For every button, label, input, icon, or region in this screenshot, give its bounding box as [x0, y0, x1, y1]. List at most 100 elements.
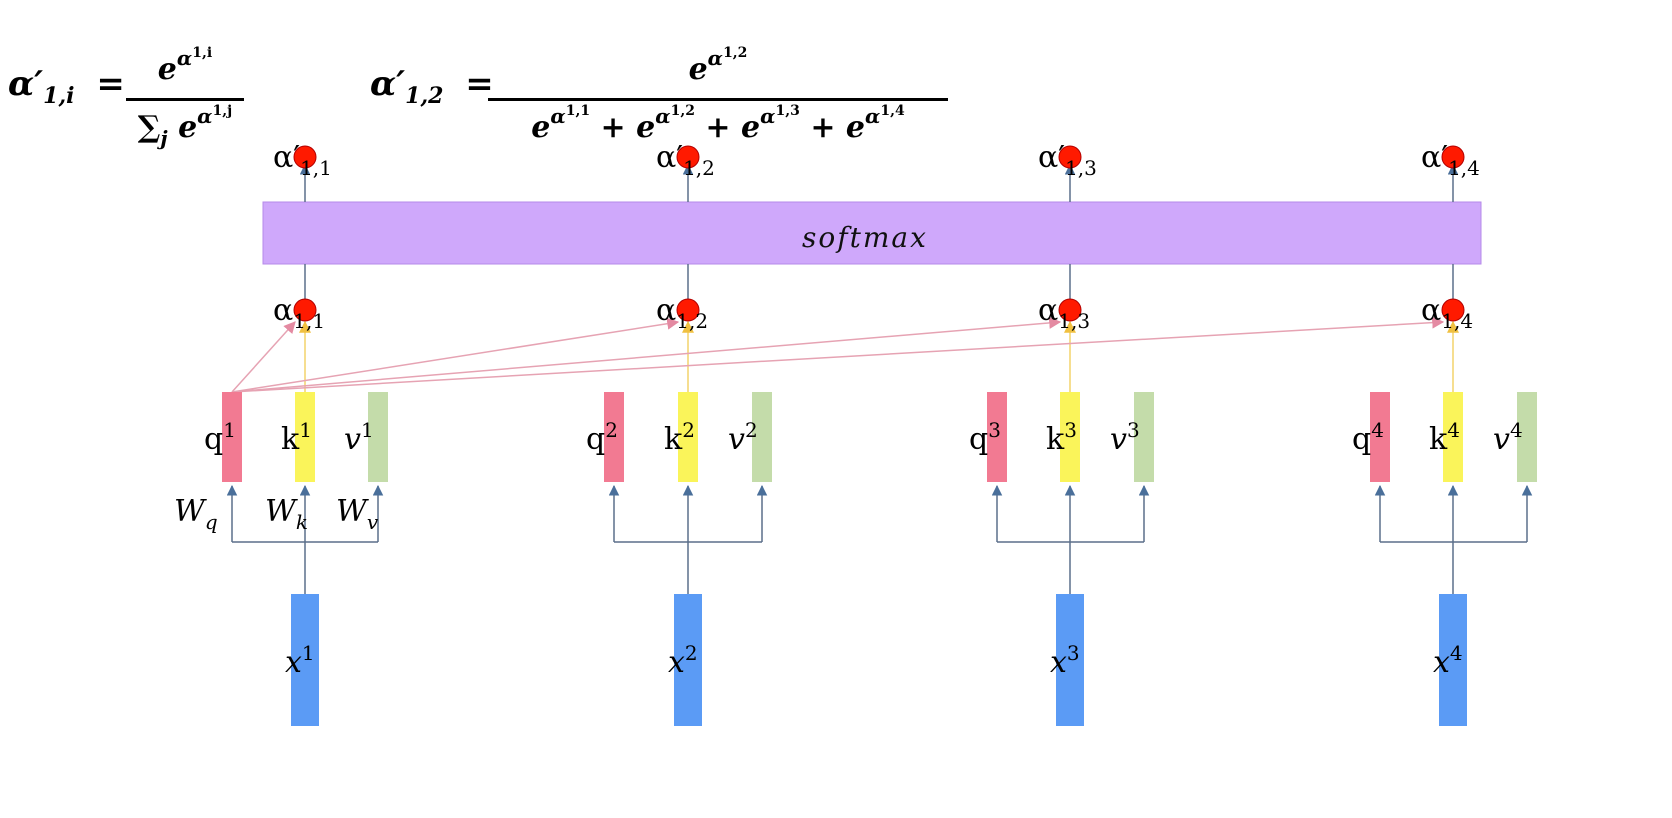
formula-general-den-sup: α — [197, 104, 213, 128]
den-term-2-base: e — [636, 110, 656, 145]
score-node — [293, 298, 317, 322]
formula-general-den-base: e — [178, 110, 198, 145]
query-vector-box — [987, 392, 1007, 482]
output-attention-label: α′1,4 — [1421, 140, 1480, 180]
formula-general-num-sup: α — [176, 46, 193, 70]
weight-label: Wq — [174, 494, 218, 534]
softmax-specific-formula: α′1,2 = eα1,2 eα1,1 + eα1,2 + eα1,3 + eα… — [370, 40, 970, 150]
den-term-3-sup-sub: 1,3 — [775, 103, 800, 119]
formula-general-lhs-sub: 1,i — [43, 83, 75, 109]
den-term-3: eα1,3 — [741, 103, 800, 145]
output-attention-label: α′1,3 — [1038, 140, 1097, 180]
connector-lines — [226, 163, 1533, 594]
value-vector-box — [752, 392, 772, 482]
den-term-1-base: e — [531, 110, 551, 145]
key-label: k3 — [1046, 418, 1077, 457]
query-to-score-line — [231, 316, 1445, 393]
den-term-1: eα1,1 — [531, 103, 590, 145]
softmax-label: softmax — [802, 221, 928, 254]
value-label: v4 — [1493, 418, 1523, 457]
input-label: x1 — [285, 641, 315, 680]
value-label: v3 — [1110, 418, 1140, 457]
value-vector-box — [1134, 392, 1154, 482]
output-node — [676, 145, 700, 169]
formula-general-num-base: e — [157, 52, 177, 87]
score-nodes — [293, 145, 1465, 322]
key-vector-box — [1443, 392, 1463, 482]
formula-specific-num-sup: α — [707, 46, 724, 70]
key-label: k4 — [1429, 418, 1460, 457]
softmax-general-formula: α′1,i = eα1,i ∑j eα1,j — [8, 40, 268, 150]
key-label: k2 — [664, 418, 695, 457]
attention-score-label: α1,2 — [656, 293, 709, 333]
formula-specific-lhs-sub: 1,2 — [405, 83, 444, 109]
plus-2: + — [705, 110, 731, 145]
input-label: x4 — [1433, 641, 1463, 680]
attention-score-label: α1,4 — [1421, 293, 1474, 333]
formula-specific-fraction-bar — [488, 98, 948, 101]
input-vector-box — [291, 594, 319, 726]
score-node — [1441, 298, 1465, 322]
query-to-score-line — [231, 316, 1062, 393]
query-vector-box — [1370, 392, 1390, 482]
formula-specific-num-base: e — [688, 52, 708, 87]
formula-general-den-sum: ∑ — [137, 110, 161, 145]
formula-general-lhs: α′ — [8, 64, 44, 104]
weight-label: Wk — [265, 494, 308, 534]
output-node — [293, 145, 317, 169]
attention-lines — [231, 316, 1445, 393]
query-to-score-line — [231, 317, 680, 393]
den-term-3-base: e — [741, 110, 761, 145]
query-label: q3 — [969, 418, 1001, 457]
value-vector-box — [1517, 392, 1537, 482]
key-vector-box — [295, 392, 315, 482]
formula-general-equals: = — [96, 64, 125, 104]
input-vector-box — [1439, 594, 1467, 726]
key-vector-box — [678, 392, 698, 482]
value-vector-box — [368, 392, 388, 482]
formula-general-den-sup-sub: 1,j — [212, 103, 233, 119]
formula-general-fraction-bar — [126, 98, 244, 101]
formula-general-den-sum-sub: j — [160, 126, 168, 150]
query-label: q1 — [204, 418, 236, 457]
input-vector-box — [1056, 594, 1084, 726]
den-term-2-sup: α — [655, 104, 671, 128]
formula-specific-equals: = — [465, 64, 494, 104]
vector-boxes — [222, 392, 1537, 726]
attention-score-label: α1,3 — [1038, 293, 1091, 333]
input-vector-box — [674, 594, 702, 726]
query-label: q4 — [1352, 418, 1384, 457]
den-term-1-sup-sub: 1,1 — [565, 103, 591, 119]
den-term-2-sup-sub: 1,2 — [670, 103, 695, 119]
output-attention-label: α′1,1 — [273, 140, 332, 180]
value-label: v2 — [728, 418, 758, 457]
key-vector-box — [1060, 392, 1080, 482]
weight-label: Wv — [336, 494, 379, 534]
score-node — [676, 298, 700, 322]
den-term-4-sup: α — [865, 104, 881, 128]
formula-general-fraction: eα1,i ∑j eα1,j — [126, 40, 244, 150]
den-term-3-sup: α — [760, 104, 776, 128]
den-term-2: eα1,2 — [636, 103, 695, 145]
query-label: q2 — [586, 418, 618, 457]
formula-general-num-sup-sub: 1,i — [192, 45, 213, 61]
plus-1: + — [600, 110, 626, 145]
formula-specific-fraction: eα1,2 eα1,1 + eα1,2 + eα1,3 + eα1,4 — [488, 40, 948, 150]
den-term-4-sup-sub: 1,4 — [880, 103, 905, 119]
score-node — [1058, 298, 1082, 322]
den-term-1-sup: α — [550, 104, 566, 128]
formula-specific-num-sup-sub: 1,2 — [723, 45, 748, 61]
plus-3: + — [810, 110, 836, 145]
query-to-score-line — [231, 321, 296, 393]
input-label: x2 — [668, 641, 698, 680]
output-node — [1441, 145, 1465, 169]
key-label: k1 — [281, 418, 312, 457]
output-attention-label: α′1,2 — [656, 140, 715, 180]
output-node — [1058, 145, 1082, 169]
query-vector-box — [222, 392, 242, 482]
formula-specific-lhs: α′ — [370, 64, 406, 104]
softmax-layer — [262, 201, 1482, 265]
query-vector-box — [604, 392, 624, 482]
